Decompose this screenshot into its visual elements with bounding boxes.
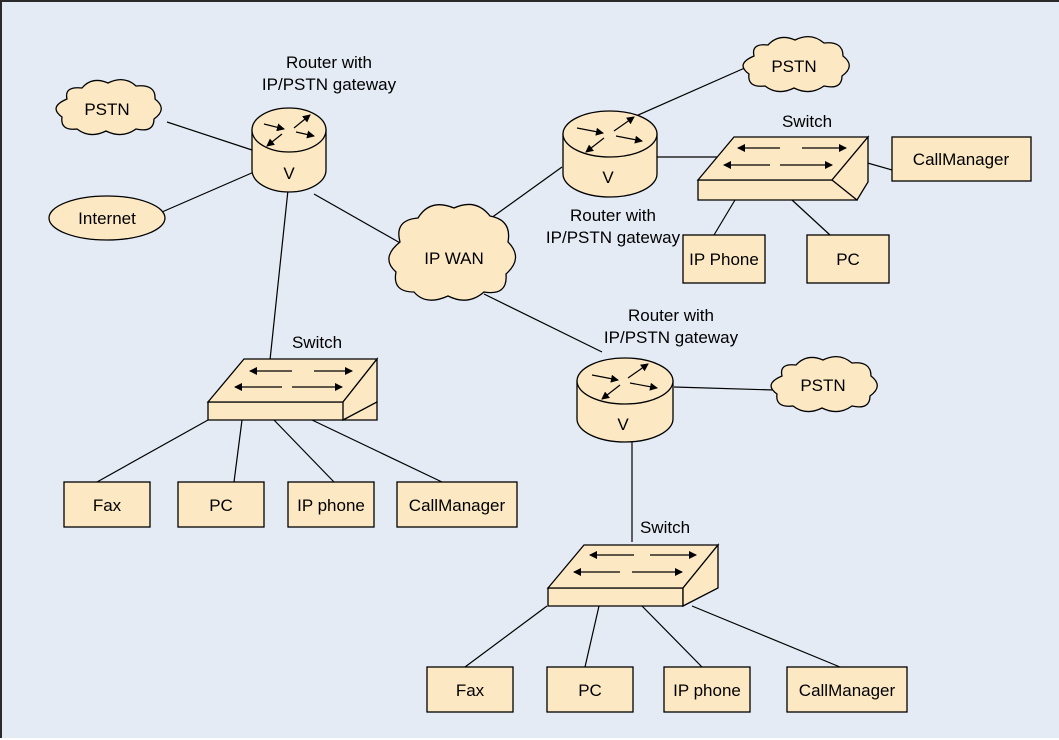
router-bottom-label-line1: Router with xyxy=(628,306,714,325)
link-switch1-pc xyxy=(233,419,243,483)
link-switch1-ipphone xyxy=(273,419,335,483)
pstn-top-right-label: PSTN xyxy=(771,57,816,76)
ipphone-left-label: IP phone xyxy=(297,496,365,515)
device-fax-left: Fax xyxy=(63,481,151,528)
internet-label: Internet xyxy=(78,209,136,228)
device-callmanager-bottom: CallManager xyxy=(786,666,908,713)
device-ipphone-bottom: IP phone xyxy=(663,666,751,713)
link-switch3-ipphone xyxy=(641,605,703,668)
link-switch1-callmanager xyxy=(311,419,443,483)
device-callmanager-right: CallManager xyxy=(891,136,1032,182)
switch-right: Switch xyxy=(696,112,870,201)
cloud-pstn-mid-right: PSTN xyxy=(770,356,878,413)
device-pc-bottom: PC xyxy=(546,666,634,713)
pc-left-label: PC xyxy=(209,496,233,515)
router-bottom: V Router with IP/PSTN gateway xyxy=(576,306,739,443)
device-pc-right: PC xyxy=(806,234,890,284)
router-top-right-voice: V xyxy=(602,168,614,187)
router-top-right-label-line1: Router with xyxy=(570,206,656,225)
link-switch3-callmanager xyxy=(691,605,841,668)
switch-left-label: Switch xyxy=(292,333,342,352)
pc-bottom-label: PC xyxy=(578,681,602,700)
cloud-internet: Internet xyxy=(48,195,166,241)
link-switch1-fax xyxy=(96,419,209,483)
device-ipphone-left: IP phone xyxy=(287,481,375,528)
pstn-mid-right-label: PSTN xyxy=(800,376,845,395)
link-switch3-fax xyxy=(464,605,548,668)
ipphone-bottom-label: IP phone xyxy=(673,681,741,700)
link-switch2-ipphone xyxy=(713,199,736,236)
pc-right-label: PC xyxy=(836,250,860,269)
link-switch2-pc xyxy=(791,199,831,236)
ipphone-right-label: IP Phone xyxy=(689,250,759,269)
cloud-ip-wan: IP WAN xyxy=(388,203,517,301)
router-bottom-voice: V xyxy=(617,415,629,434)
callmanager-left-label: CallManager xyxy=(409,496,506,515)
device-callmanager-left: CallManager xyxy=(396,481,518,528)
fax-bottom-label: Fax xyxy=(456,681,485,700)
link-router2-pstn2 xyxy=(626,66,748,121)
ip-wan-label: IP WAN xyxy=(424,249,484,268)
router-top-right: V Router with IP/PSTN gateway xyxy=(546,110,681,247)
router-top-left-voice: V xyxy=(283,164,295,183)
callmanager-bottom-label: CallManager xyxy=(799,681,896,700)
link-pstn1-router1 xyxy=(166,121,253,151)
cloud-pstn-top-right: PSTN xyxy=(742,36,850,93)
link-switch3-pc xyxy=(584,605,600,668)
router-top-left-label-line2: IP/PSTN gateway xyxy=(262,75,397,94)
router-top-left-label-line1: Router with xyxy=(286,53,372,72)
router-top-left: V Router with IP/PSTN gateway xyxy=(251,53,397,193)
cloud-pstn-left: PSTN xyxy=(55,79,162,136)
link-ipwan-router2 xyxy=(479,166,563,227)
device-fax-bottom: Fax xyxy=(426,666,514,713)
device-ipphone-right: IP Phone xyxy=(682,234,766,284)
pstn-left-label: PSTN xyxy=(84,100,129,119)
fax-left-label: Fax xyxy=(93,496,122,515)
callmanager-right-label: CallManager xyxy=(913,150,1010,169)
switch-left: Switch xyxy=(206,333,379,422)
link-internet-router1 xyxy=(161,171,255,213)
link-router1-ipwan xyxy=(313,193,403,245)
router-top-right-label-line2: IP/PSTN gateway xyxy=(546,228,681,247)
link-router1-switch1 xyxy=(269,189,289,361)
device-pc-left: PC xyxy=(177,481,265,528)
switch-bottom: Switch xyxy=(546,518,720,608)
link-router3-pstn3 xyxy=(673,386,775,391)
router-bottom-label-line2: IP/PSTN gateway xyxy=(604,328,739,347)
link-ipwan-router3 xyxy=(483,293,603,353)
switch-right-label: Switch xyxy=(782,112,832,131)
connection-lines xyxy=(96,66,893,668)
switch-bottom-label: Switch xyxy=(640,518,690,537)
